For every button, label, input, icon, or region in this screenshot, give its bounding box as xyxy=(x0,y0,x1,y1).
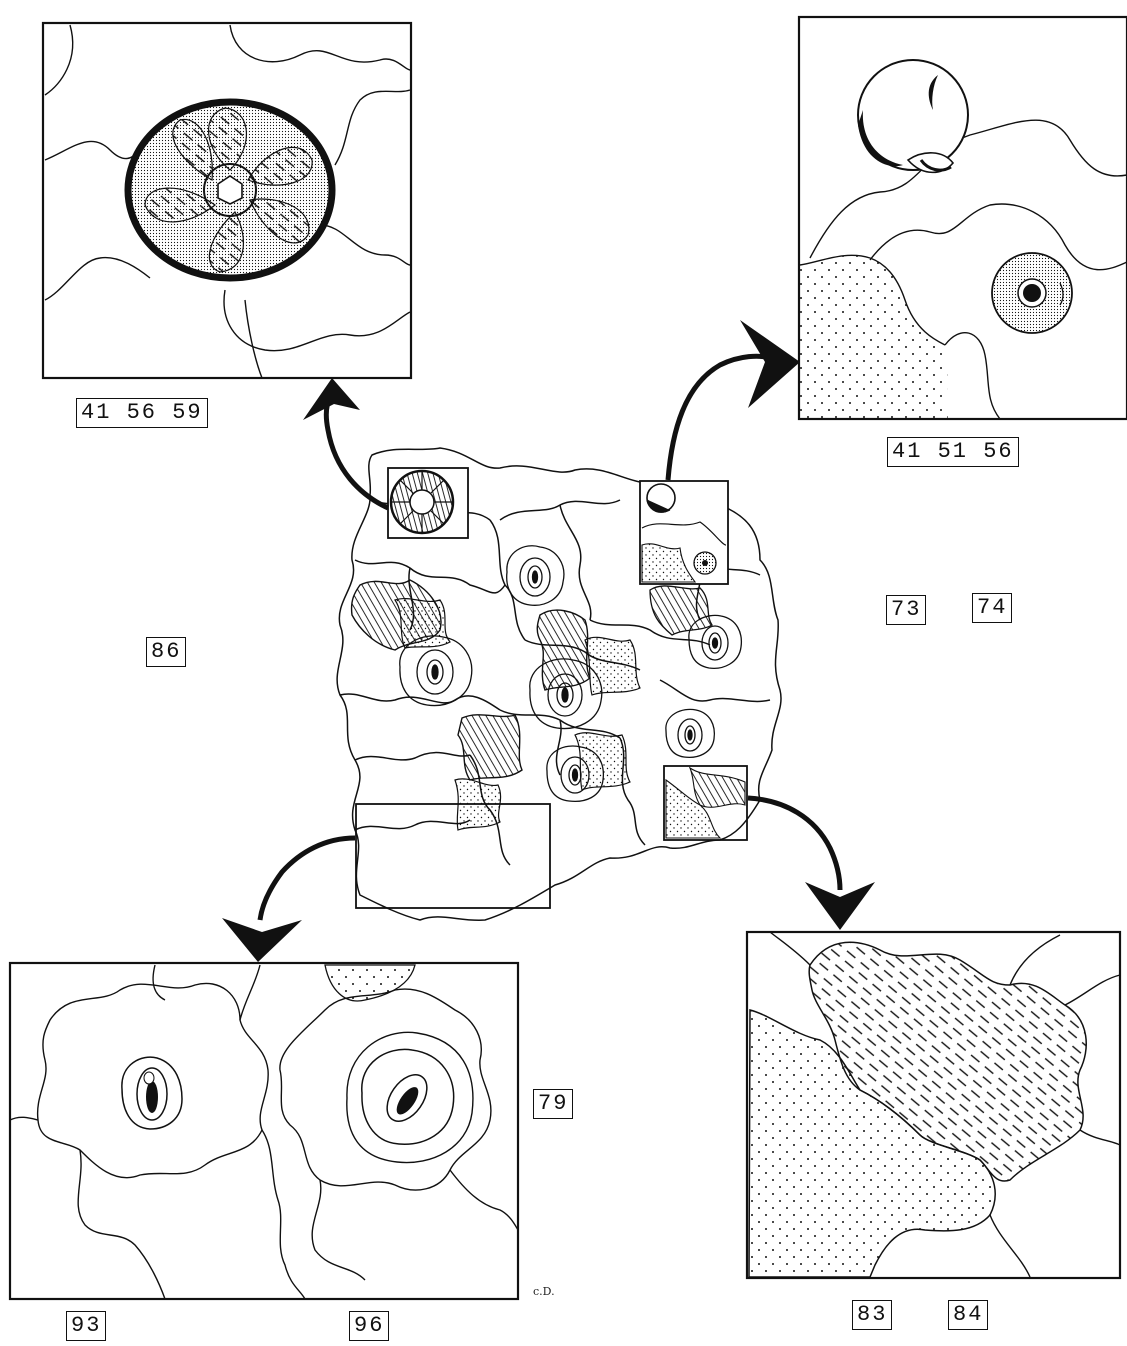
panel-cells xyxy=(747,932,1120,1278)
artist-signature: c.D. xyxy=(533,1285,555,1298)
panel-glands xyxy=(799,17,1127,419)
arrow-to-top-right xyxy=(668,320,800,480)
mini-trichome xyxy=(391,471,453,533)
hatched-cell xyxy=(458,715,522,780)
label-74: 74 xyxy=(972,593,1012,623)
label-86: 86 xyxy=(146,637,186,667)
panel-trichome xyxy=(43,23,411,378)
label-79: 79 xyxy=(533,1089,573,1119)
arrow-to-top-left xyxy=(303,378,388,508)
label-top-left: 41 56 59 xyxy=(76,398,208,428)
label-83: 83 xyxy=(852,1300,892,1330)
label-73: 73 xyxy=(886,595,926,625)
hatched-cell xyxy=(537,610,590,690)
label-93: 93 xyxy=(66,1311,106,1341)
mini-cells xyxy=(666,768,745,838)
label-96: 96 xyxy=(349,1311,389,1341)
selection-box-stomata-pair xyxy=(356,804,550,908)
label-84: 84 xyxy=(948,1300,988,1330)
label-top-right: 41 51 56 xyxy=(887,437,1019,467)
arrow-to-bottom-right xyxy=(748,798,875,930)
hatched-cell xyxy=(650,586,712,635)
panel-stomata xyxy=(10,963,518,1299)
dotted-cell xyxy=(585,637,640,695)
arrow-to-bottom-left xyxy=(222,838,355,962)
dotted-cell xyxy=(395,599,450,648)
